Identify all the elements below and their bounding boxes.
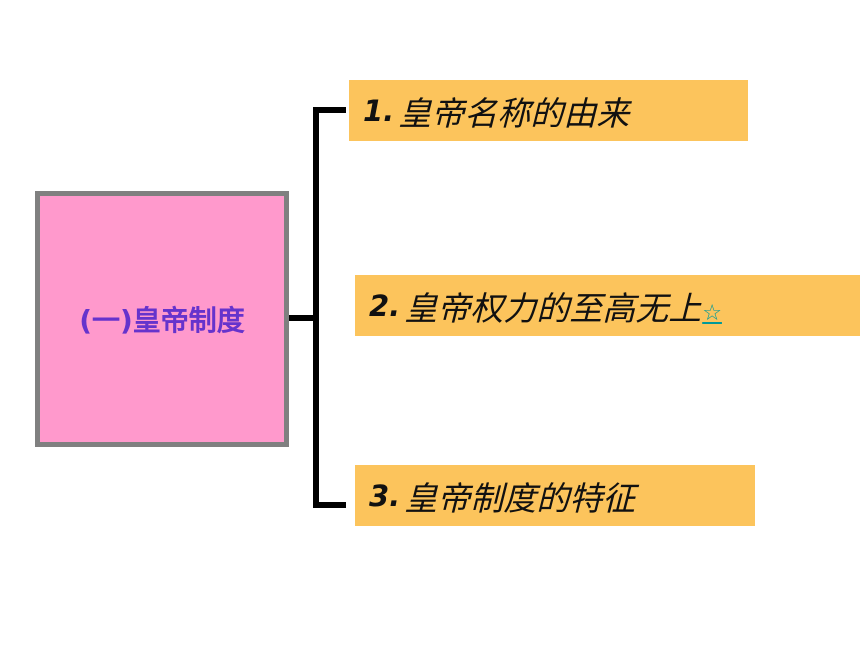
branch-item-text: 皇帝名称的由来 (398, 93, 630, 133)
branch-item-1: 1. 皇帝名称的由来 (349, 80, 748, 141)
branch-item-3: 3. 皇帝制度的特征 (355, 465, 755, 526)
root-node-label: (一)皇帝制度 (79, 304, 245, 337)
branch-item-text: 皇帝制度的特征 (404, 478, 636, 518)
star-outline-icon[interactable]: ☆ (702, 301, 722, 326)
branch-item-2: 2. 皇帝权力的至高无上 ☆ (355, 275, 860, 336)
branch-item-number: 3. (369, 478, 401, 513)
branch-item-text: 皇帝权力的至高无上 (404, 288, 702, 328)
root-node: (一)皇帝制度 (35, 191, 289, 447)
branch-item-number: 1. (363, 93, 395, 128)
branch-item-number: 2. (369, 288, 401, 323)
